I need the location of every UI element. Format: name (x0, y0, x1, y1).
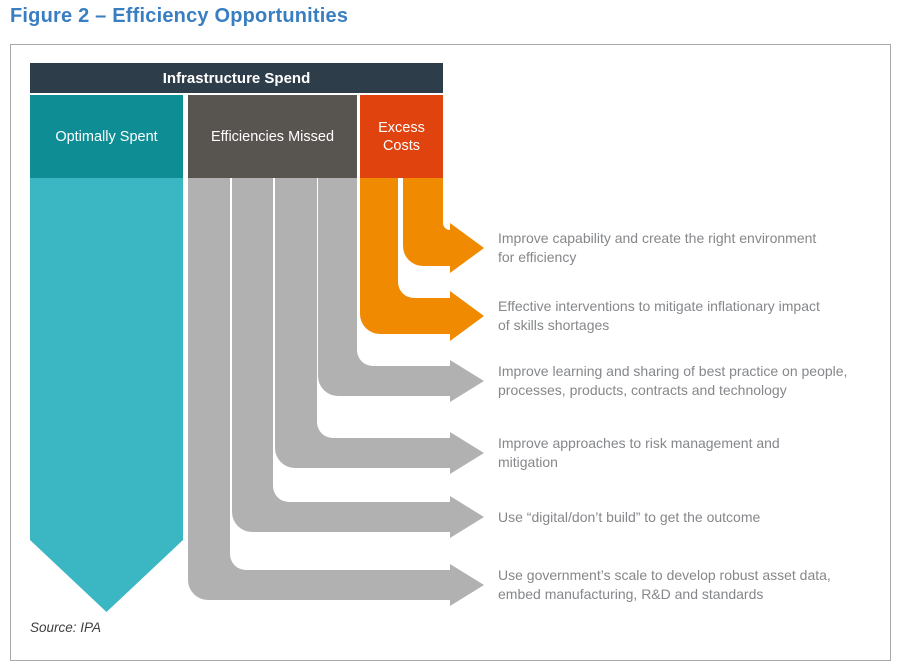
flow-arrow-4 (275, 178, 484, 474)
flow-arrow-6 (188, 178, 484, 606)
flow-arrow-3 (318, 178, 484, 402)
opportunity-item-1: Improve capability and create the right … (498, 229, 898, 267)
opportunity-item-1-line1: Improve capability and create the right … (498, 230, 817, 246)
optimally-spent-box (30, 95, 183, 178)
figure-title: Figure 2 – Efficiency Opportunities (10, 5, 349, 27)
efficiencies-missed-box (188, 95, 357, 178)
flow-arrow-1 (403, 178, 484, 273)
flow-arrow-5 (232, 178, 484, 538)
opportunity-item-3-line2: processes, products, contracts and techn… (498, 382, 787, 398)
column-label-excess-costs: Excess Costs (378, 119, 425, 154)
opportunity-item-1-line2: for efficiency (498, 249, 577, 265)
opportunity-item-6-line1: Use government’s scale to develop robust… (498, 567, 831, 583)
opportunity-item-6: Use government’s scale to develop robust… (498, 566, 898, 604)
header-label: Infrastructure Spend (162, 69, 311, 87)
opportunity-item-4: Improve approaches to risk management an… (498, 434, 898, 472)
opportunity-item-6-line2: embed manufacturing, R&D and standards (498, 586, 764, 602)
opportunity-item-2-line2: of skills shortages (498, 317, 610, 333)
opportunity-item-5-line1: Use “digital/don’t build” to get the out… (498, 509, 761, 525)
opportunity-item-3-line1: Improve learning and sharing of best pra… (498, 363, 848, 379)
opportunity-item-4-line2: mitigation (498, 454, 558, 470)
column-label-optimally-spent: Optimally Spent (55, 128, 158, 145)
opportunity-item-2: Effective interventions to mitigate infl… (498, 297, 898, 335)
opportunity-item-4-line1: Improve approaches to risk management an… (498, 435, 780, 451)
opportunity-item-5: Use “digital/don’t build” to get the out… (498, 508, 898, 527)
flow-arrow-2 (360, 178, 484, 341)
column-label-efficiencies-missed: Efficiencies Missed (210, 128, 335, 145)
optimally-spent-down-arrow (30, 178, 183, 612)
opportunity-item-3: Improve learning and sharing of best pra… (498, 362, 898, 400)
infrastructure-spend-bar (30, 63, 443, 93)
excess-costs-box (360, 95, 443, 178)
source-note: Source: IPA (30, 620, 102, 635)
opportunity-item-2-line1: Effective interventions to mitigate infl… (498, 298, 820, 314)
